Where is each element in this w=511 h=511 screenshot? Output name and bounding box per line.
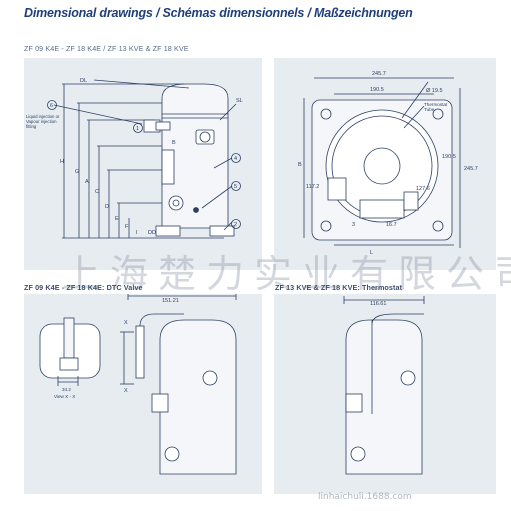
label-n6: 6 [50, 103, 53, 109]
label-n5: 5 [234, 184, 237, 190]
label-dl: DL [80, 78, 87, 84]
label-c: C [95, 189, 99, 195]
label-d3: 16.7 [386, 222, 397, 228]
top-view-panel: 245.7 190.5 Ø 19.5 Thermostat Tube B 190… [274, 58, 496, 270]
label-n2: 2 [234, 222, 237, 228]
label-g: G [75, 169, 79, 175]
label-n3: 3 [352, 222, 355, 228]
label-h2: 245.7 [464, 166, 478, 172]
watermark-text: 上海楚力实业有限公司 [62, 252, 511, 296]
label-i: I [136, 230, 138, 236]
label-d: D [105, 204, 109, 210]
caption-bottom-left: ZF 09 K4E - ZF 18 K4E: DTC Valve [24, 283, 143, 292]
caption-top: ZF 09 K4E - ZF 18 K4E / ZF 13 KVE & ZF 1… [24, 44, 189, 53]
label-dtc-width: 151.21 [162, 298, 179, 304]
label-h1: 190.5 [442, 154, 456, 160]
label-h: H [60, 159, 64, 165]
thermo-view-panel: 116.61 [274, 294, 496, 494]
label-a: A [85, 179, 89, 185]
dtc-view-panel: 151.21 X X View X - X 34.2 [24, 294, 262, 494]
watermark-url: linhaichuli.1688.com [318, 492, 412, 502]
label-l: L [370, 250, 373, 256]
label-dia: Ø 19.5 [426, 88, 443, 94]
label-b: B [172, 140, 176, 146]
label-d2: 127.6 [416, 186, 430, 192]
label-n1: 1 [136, 126, 139, 132]
label-n4: 4 [234, 156, 237, 162]
label-liquid-note: Liquid injection or Vapour injection fit… [26, 114, 61, 129]
caption-bottom-right: ZF 13 KVE & ZF 18 KVE: Thermostat [275, 283, 403, 292]
label-thermo-width: 116.61 [370, 301, 386, 307]
label-w2: 190.5 [370, 87, 384, 93]
label-d1: 117.2 [306, 184, 319, 190]
label-thermo: Thermostat Tube [424, 102, 449, 112]
label-f: F [125, 224, 129, 230]
top-view-drawing: 245.7 190.5 Ø 19.5 Thermostat Tube B 190… [298, 71, 478, 256]
dtc-view-drawing: 151.21 X X View X - X 34.2 [39, 294, 237, 475]
label-x1: X [124, 320, 128, 326]
label-dd: DD [148, 230, 156, 236]
side-view-drawing: DL SL Liquid injection or Vapour injecti… [26, 78, 243, 239]
label-dim: 34.2 [62, 387, 71, 392]
side-view-panel: DL SL Liquid injection or Vapour injecti… [24, 58, 262, 270]
label-b: B [298, 162, 302, 168]
label-w1: 245.7 [372, 71, 386, 77]
label-sl: SL [236, 98, 243, 104]
page-title: Dimensional drawings / Schémas dimension… [24, 6, 413, 20]
thermo-view-drawing: 116.61 [343, 296, 425, 475]
label-view: View X - X [54, 394, 75, 399]
label-x2: X [124, 388, 128, 394]
label-e: E [115, 216, 119, 222]
